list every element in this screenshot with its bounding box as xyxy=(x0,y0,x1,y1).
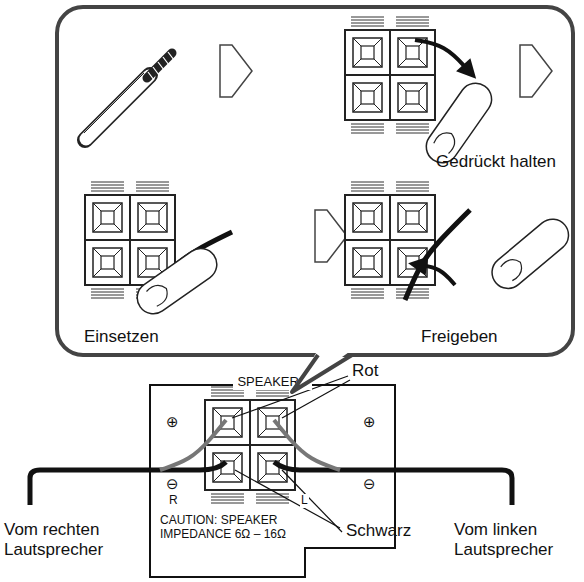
rear-panel xyxy=(150,385,395,577)
terminal-panel: SPEAKERSCAUTION: SPEAKER IMPEDANCE 6Ω – … xyxy=(150,385,395,577)
channel-mark: R xyxy=(168,494,179,508)
red-wire xyxy=(274,420,340,470)
caution-note: CAUTION: SPEAKER IMPEDANCE 6Ω – 16Ω xyxy=(160,514,302,542)
leader-line xyxy=(282,470,342,532)
step-label: Einsetzen xyxy=(84,327,159,347)
terminal-block xyxy=(345,182,435,298)
arrow-head xyxy=(408,256,428,275)
step-arrow xyxy=(315,210,347,262)
wire-source: Vom linken Lautsprecher xyxy=(454,520,580,559)
step-label: Gedrückt halten xyxy=(436,152,556,172)
panel-title: SPEAKERS xyxy=(233,375,311,390)
speaker-wire xyxy=(85,75,150,140)
step-arrow xyxy=(220,45,252,97)
polarity-mark: ⊕ xyxy=(362,413,377,430)
wire-color: Schwarz xyxy=(346,521,411,541)
step-label: Freigeben xyxy=(421,327,498,347)
wire-color: Rot xyxy=(352,361,378,381)
finger xyxy=(486,213,576,295)
polarity-mark: ⊖ xyxy=(165,475,180,492)
step-arrow xyxy=(520,45,552,97)
callout-box: Gedrückt haltenEinsetzen Freigeben xyxy=(55,5,575,357)
polarity-mark: ⊖ xyxy=(362,475,377,492)
speaker-wire xyxy=(405,210,470,300)
terminal-block xyxy=(205,387,295,503)
polarity-mark: ⊕ xyxy=(165,413,180,430)
finger xyxy=(131,242,223,320)
leader-line xyxy=(232,376,348,418)
arrow-head xyxy=(456,58,476,79)
wire-core xyxy=(147,53,172,78)
channel-mark: L xyxy=(300,494,309,508)
terminal-block xyxy=(345,17,435,133)
speaker-wire xyxy=(30,462,226,505)
motion-arrow xyxy=(415,40,468,70)
wire-source: Vom rechten Lautsprecher xyxy=(4,520,134,559)
